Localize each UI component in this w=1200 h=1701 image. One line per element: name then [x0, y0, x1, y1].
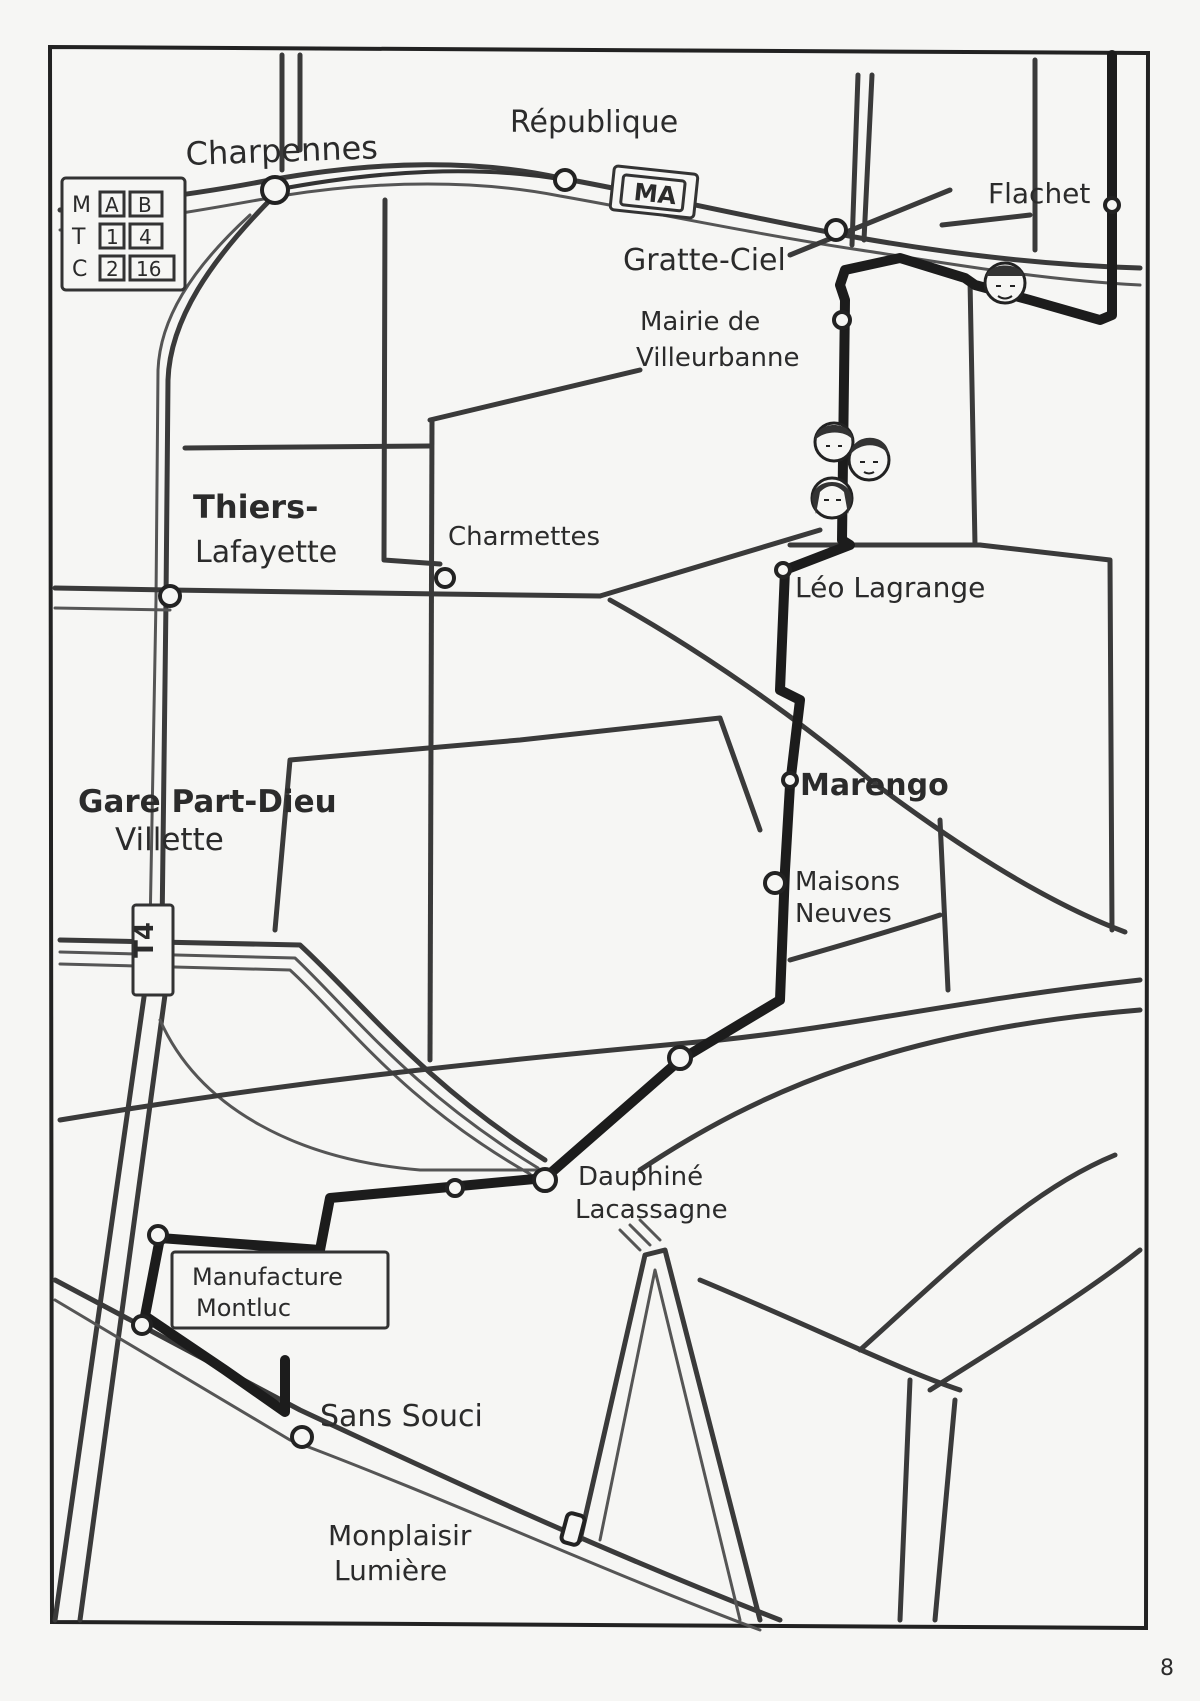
station-marengo-label: Marengo [800, 768, 949, 803]
station-republique-label: République [510, 105, 678, 140]
walking-route [140, 50, 1117, 1417]
legend-row-c-code-2: 16 [136, 257, 161, 281]
station-dauphine-label-line1: Dauphiné [578, 1162, 703, 1192]
station-thiers-label-line2: Lafayette [195, 535, 337, 570]
station-gratte-ciel-label: Gratte-Ciel [623, 243, 786, 278]
station-manufacture-line1: Manufacture [192, 1263, 343, 1291]
station-charmettes-label: Charmettes [448, 522, 600, 552]
station-leo-lagrange-marker[interactable] [774, 561, 792, 579]
legend-row-m-code-1: A [105, 193, 119, 217]
face-icon [847, 437, 891, 482]
legend-row-c-letter: C [72, 257, 87, 282]
character-faces [810, 261, 1027, 520]
transport-legend: M A B T 1 4 C 2 16 [60, 176, 187, 292]
station-gare-label-line1: Gare Part-Dieu [78, 784, 337, 820]
station-labels: Charpennes République Gratte-Ciel Flache… [78, 105, 1090, 1587]
station-thiers-marker[interactable] [158, 584, 182, 608]
station-maisons-neuves-marker[interactable] [763, 871, 787, 895]
legend-row-m-code-2: B [138, 193, 152, 217]
face-icon [983, 261, 1027, 305]
station-flachet-label: Flachet [988, 177, 1090, 210]
station-monplaisir-marker[interactable] [559, 1511, 587, 1547]
page-number: 8 [1160, 1656, 1174, 1681]
legend-row-m-letter: M [72, 193, 91, 218]
station-gare-label-line2: Villette [115, 822, 224, 858]
station-gratte-ciel-marker[interactable] [824, 218, 848, 242]
station-charpennes-label: Charpennes [185, 128, 379, 173]
legend-row-t-code-1: 1 [106, 225, 119, 249]
station-republique-marker[interactable] [553, 168, 577, 192]
station-charmettes-marker[interactable] [434, 567, 456, 589]
station-thiers-label-line1: Thiers- [193, 488, 318, 526]
station-flachet-marker[interactable] [1103, 196, 1121, 214]
legend-row-c-code-1: 2 [106, 257, 119, 281]
station-marengo-marker[interactable] [781, 771, 799, 789]
station-sans-souci-label: Sans Souci [320, 1399, 483, 1434]
station-between-marker[interactable] [445, 1178, 465, 1198]
station-manufacture-upper-marker[interactable] [147, 1224, 169, 1246]
metro-a-sign: MA [608, 164, 700, 220]
metro-line-a [273, 169, 567, 192]
face-icon [810, 476, 854, 520]
station-charpennes-marker[interactable] [260, 175, 290, 205]
station-manufacture-lower-marker[interactable] [131, 1314, 153, 1336]
station-mairie-label-line1: Mairie de [640, 307, 760, 337]
legend-row-t-letter: T [71, 225, 86, 250]
station-sans-souci-marker[interactable] [290, 1425, 314, 1449]
station-monplaisir-label-line2: Lumière [334, 1554, 447, 1587]
station-intermediate-marker[interactable] [667, 1045, 693, 1071]
station-mairie-marker[interactable] [832, 310, 852, 330]
station-maisons-label-line1: Maisons [795, 867, 900, 897]
tram-t4-sign: T4 [130, 903, 175, 997]
station-dauphine-marker[interactable] [532, 1167, 558, 1193]
legend-row-t-code-2: 4 [139, 225, 152, 249]
streets [52, 52, 1143, 1632]
station-manufacture-line2: Montluc [196, 1294, 291, 1322]
station-mairie-label-line2: Villeurbanne [636, 343, 799, 373]
manufacture-montluc-box: Manufacture Montluc [170, 1250, 390, 1330]
stations [131, 168, 1121, 1547]
station-dauphine-label-line2: Lacassagne [575, 1195, 728, 1225]
face-icon [813, 421, 855, 463]
station-monplaisir-label-line1: Monplaisir [328, 1519, 472, 1552]
station-maisons-label-line2: Neuves [795, 899, 892, 929]
metro-a-sign-text: MA [632, 178, 678, 210]
tram-t4-sign-text: T4 [130, 922, 160, 958]
station-leo-lagrange-label: Léo Lagrange [795, 571, 985, 604]
map-frame [47, 44, 1151, 1631]
